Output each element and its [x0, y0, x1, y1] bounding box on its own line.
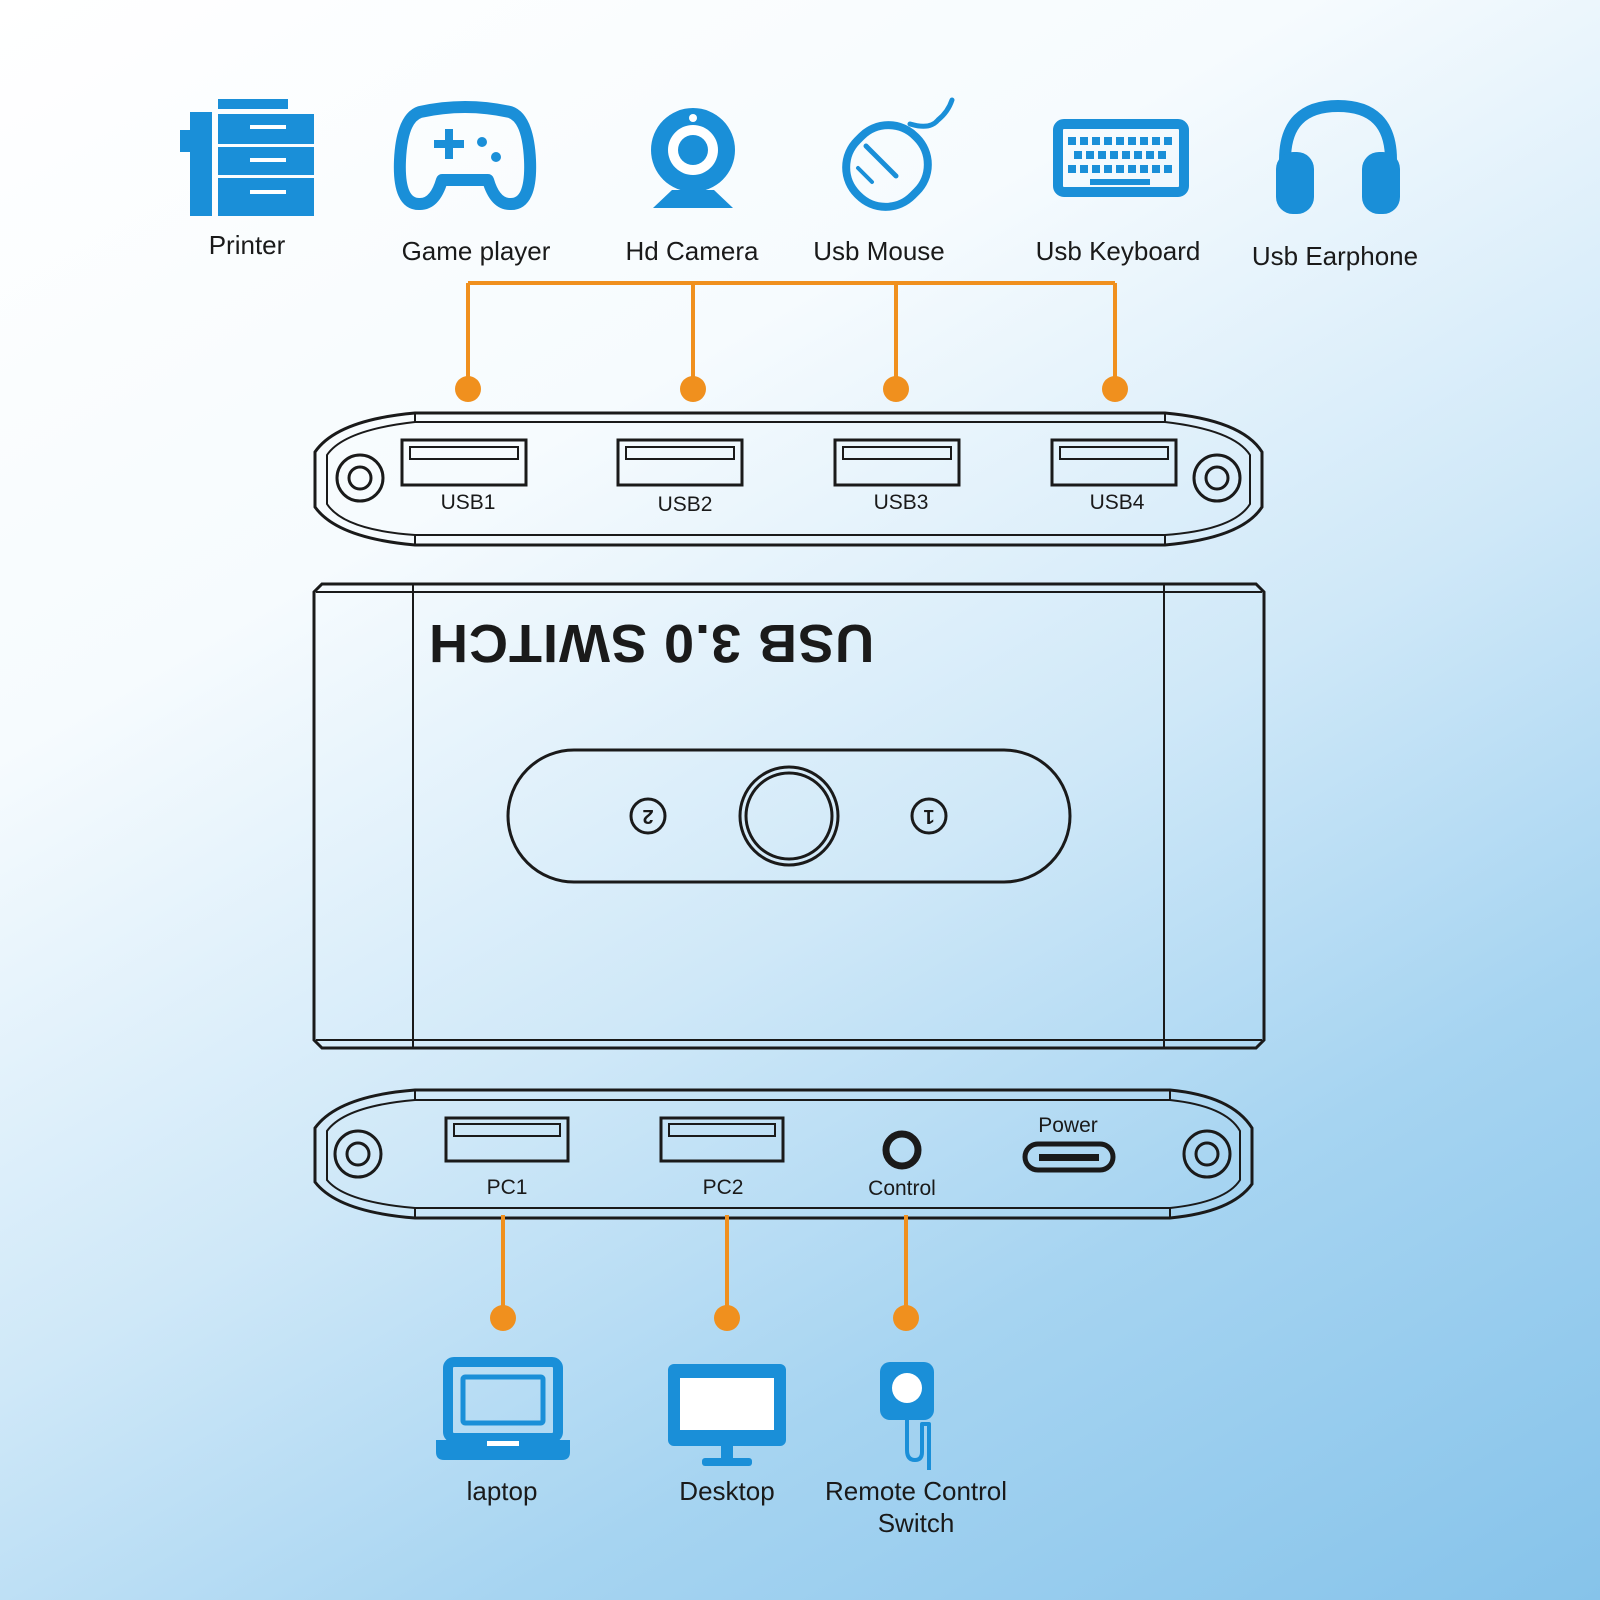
- power-port: [1022, 1141, 1116, 1173]
- indicator-2: 2: [629, 797, 667, 835]
- port-label-pc1: PC1: [486, 1176, 528, 1199]
- bottom-connector-dots: [490, 1305, 919, 1331]
- switch-body: [312, 582, 1266, 1050]
- port-label-pc2: PC2: [702, 1176, 744, 1199]
- device-label-usb-mouse: Usb Mouse: [813, 236, 945, 266]
- indicator-1: 1: [910, 797, 948, 835]
- device-label-game-player: Game player: [401, 236, 551, 266]
- pc2-port: [659, 1116, 785, 1163]
- device-label-printer: Printer: [208, 230, 286, 260]
- device-label-usb-keyboard: Usb Keyboard: [1035, 236, 1201, 266]
- usb-port: [1050, 438, 1178, 487]
- target-label-laptop: laptop: [466, 1476, 538, 1506]
- webcam-icon: [651, 108, 735, 208]
- printer-icon: [180, 99, 314, 216]
- top-panel-screw-left: [335, 453, 385, 503]
- usb-port: [616, 438, 744, 487]
- svg-text:2: 2: [642, 805, 653, 827]
- mouse-icon: [842, 97, 955, 211]
- device-label-usb-earphone: Usb Earphone: [1251, 241, 1419, 271]
- top-connector-dots: [455, 376, 1128, 402]
- desktop-icon: [668, 1364, 786, 1466]
- remote-switch-icon: [880, 1362, 934, 1470]
- port-label-power: Power: [1038, 1114, 1098, 1137]
- control-jack: [882, 1130, 922, 1170]
- bottom-panel-screw-right: [1182, 1129, 1232, 1179]
- switch-title: USB 3.0 SWITCH: [428, 613, 875, 673]
- target-label-desktop: Desktop: [679, 1476, 775, 1506]
- port-label-usb3: USB3: [873, 491, 929, 514]
- port-label-usb1: USB1: [440, 491, 496, 514]
- bottom-panel-screw-left: [333, 1129, 383, 1179]
- port-label-usb2: USB2: [657, 493, 713, 516]
- usb-port: [833, 438, 961, 487]
- switch-button[interactable]: [738, 765, 840, 867]
- gamepad-icon: [393, 101, 537, 210]
- target-label-remote-control: Remote Control: [824, 1476, 1008, 1506]
- headphones-icon: [1276, 99, 1400, 214]
- bottom-panel: [313, 1088, 1254, 1220]
- svg-text:1: 1: [923, 805, 934, 827]
- device-label-hd-camera: Hd Camera: [625, 236, 759, 266]
- top-panel: [313, 411, 1264, 547]
- pc1-port: [444, 1116, 570, 1163]
- keyboard-icon: [1053, 119, 1189, 197]
- target-label-switch: Switch: [877, 1508, 955, 1538]
- laptop-icon: [436, 1357, 570, 1460]
- switch-button-panel: [506, 748, 1072, 884]
- bottom-connectors: [501, 1215, 908, 1310]
- port-label-control: Control: [868, 1177, 936, 1200]
- usb-port: [400, 438, 528, 487]
- top-panel-screw-right: [1192, 453, 1242, 503]
- port-label-usb4: USB4: [1089, 491, 1145, 514]
- top-connectors: [466, 281, 1117, 382]
